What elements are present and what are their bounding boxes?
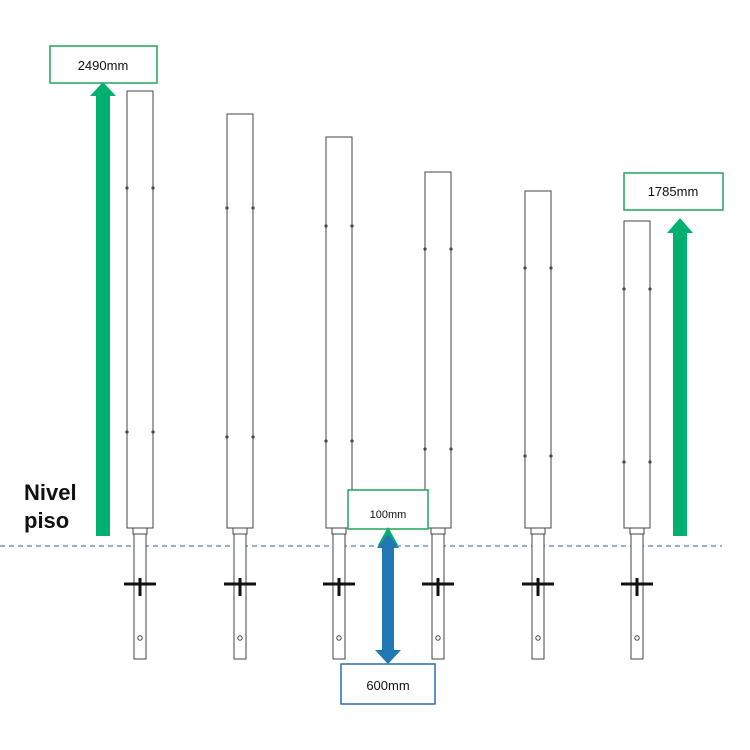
post-stake-hole — [137, 635, 143, 641]
post-hole-marker — [622, 287, 626, 291]
shortest-height-arrow — [667, 218, 693, 536]
depth-below-floor-arrow — [375, 534, 401, 664]
post-hole-marker — [523, 454, 527, 458]
post-hole-marker — [648, 460, 652, 464]
post-hole-marker — [423, 247, 427, 251]
post-hole-marker — [251, 435, 255, 439]
post-body — [524, 190, 552, 529]
post-hole-marker — [225, 435, 229, 439]
post-stake-hole — [435, 635, 441, 641]
post-ground-stake — [431, 533, 445, 660]
post-ground-stake — [133, 533, 147, 660]
post-body — [424, 171, 452, 529]
posts-group — [124, 90, 653, 660]
above-floor-gap-text: 100mm — [370, 509, 407, 521]
post-stake-hole — [535, 635, 541, 641]
tallest-height-label: 2490mm — [49, 45, 158, 84]
post-hole-marker — [324, 224, 328, 228]
post-stake-hole — [237, 635, 243, 641]
post-body — [126, 90, 154, 529]
tallest-height-text: 2490mm — [78, 58, 129, 73]
depth-below-floor-label: 600mm — [340, 663, 436, 705]
floor-level-label-line2: piso — [24, 508, 69, 533]
post-body — [226, 113, 254, 529]
fence-post-2 — [224, 113, 256, 660]
post-ground-stake — [332, 533, 346, 660]
post-ground-stake — [630, 533, 644, 660]
post-hole-marker — [324, 439, 328, 443]
post-anchor-fin — [536, 578, 540, 596]
post-ground-stake — [531, 533, 545, 660]
depth-below-floor-text: 600mm — [366, 678, 409, 693]
post-hole-marker — [648, 287, 652, 291]
post-hole-marker — [449, 447, 453, 451]
post-connector — [430, 527, 446, 535]
fence-post-1 — [124, 90, 156, 660]
post-anchor-fin — [337, 578, 341, 596]
floor-level-label-line1: Nivel — [24, 480, 77, 505]
post-anchor-fin — [238, 578, 242, 596]
shortest-height-label: 1785mm — [623, 172, 724, 211]
post-hole-marker — [251, 206, 255, 210]
post-body — [623, 220, 651, 529]
post-hole-marker — [350, 224, 354, 228]
post-hole-marker — [549, 266, 553, 270]
post-hole-marker — [622, 460, 626, 464]
post-connector — [530, 527, 546, 535]
fence-post-5 — [522, 190, 554, 660]
post-anchor-fin — [635, 578, 639, 596]
post-hole-marker — [350, 439, 354, 443]
post-hole-marker — [125, 186, 129, 190]
post-hole-marker — [423, 447, 427, 451]
post-stake-hole — [634, 635, 640, 641]
post-hole-marker — [449, 247, 453, 251]
post-connector — [331, 527, 347, 535]
post-ground-stake — [233, 533, 247, 660]
fence-post-3 — [323, 136, 355, 660]
tallest-height-arrow — [90, 82, 116, 536]
above-floor-gap-label: 100mm — [347, 489, 429, 530]
post-connector — [132, 527, 148, 535]
fence-post-6 — [621, 220, 653, 660]
post-anchor-fin — [436, 578, 440, 596]
post-connector — [629, 527, 645, 535]
post-body — [325, 136, 353, 529]
post-hole-marker — [151, 186, 155, 190]
shortest-height-text: 1785mm — [648, 184, 699, 199]
post-stake-hole — [336, 635, 342, 641]
post-anchor-fin — [138, 578, 142, 596]
post-connector — [232, 527, 248, 535]
post-hole-marker — [225, 206, 229, 210]
post-hole-marker — [549, 454, 553, 458]
fence-post-4 — [422, 171, 454, 660]
post-hole-marker — [125, 430, 129, 434]
post-hole-marker — [523, 266, 527, 270]
post-hole-marker — [151, 430, 155, 434]
